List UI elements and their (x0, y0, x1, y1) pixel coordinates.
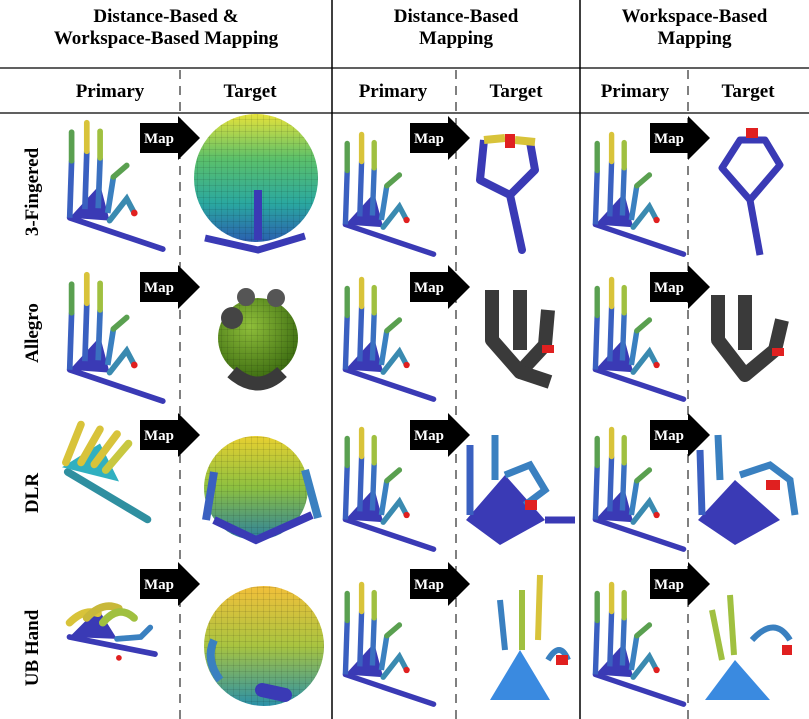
column-header-3: Workspace-Based Mapping (580, 6, 809, 50)
map-arrow: Map (140, 413, 200, 457)
map-arrow: Map (140, 265, 200, 309)
target-robot-hand-image (476, 134, 539, 254)
map-arrow: Map (140, 562, 200, 606)
svg-text:Map: Map (144, 577, 174, 593)
map-arrow: Map (650, 413, 710, 457)
map-arrow: Map (650, 116, 710, 160)
column-header-2-line1: Distance-Based (393, 6, 519, 27)
svg-text:Map: Map (144, 428, 174, 444)
target-robot-hand-image (696, 434, 799, 545)
svg-text:Map: Map (654, 280, 684, 296)
sub-header-primary-1: Primary (75, 81, 145, 102)
svg-text:Map: Map (654, 131, 684, 147)
map-arrow: Map (410, 116, 470, 160)
target-sphere-dlr (202, 436, 322, 545)
primary-hand-image (62, 420, 152, 524)
svg-text:Map: Map (414, 131, 444, 147)
target-sphere-allegro (218, 288, 298, 391)
column-header-1: Distance-Based & Workspace-Based Mapping (0, 6, 332, 50)
primary-hands (62, 123, 684, 704)
column-header-1-line1: Distance-Based & (93, 6, 239, 27)
svg-text:Map: Map (414, 428, 444, 444)
sub-header-primary-3: Primary (600, 81, 670, 102)
map-arrow: Map (650, 265, 710, 309)
map-arrow: Map (410, 265, 470, 309)
target-sphere-3-fingered (194, 114, 318, 254)
primary-hand-image (65, 602, 158, 661)
sub-header-target-3: Target (721, 81, 775, 102)
column-header-1-line2: Workspace-Based Mapping (53, 28, 279, 49)
svg-text:Map: Map (654, 577, 684, 593)
svg-text:Map: Map (414, 280, 444, 296)
target-robot-hand-image (490, 574, 571, 700)
target-robot-hand-image (466, 435, 575, 545)
map-arrow: Map (140, 116, 200, 160)
primary-hand-image (345, 585, 433, 705)
svg-text:Map: Map (144, 280, 174, 296)
svg-text:Map: Map (144, 131, 174, 147)
map-arrow: Map (650, 562, 710, 606)
map-arrow: Map (410, 413, 470, 457)
target-robot-hand-image (718, 128, 784, 256)
map-arrows: Map Map Map Map Map Map Map Map Map Map … (140, 116, 710, 606)
target-robot-hand-image (705, 594, 793, 700)
target-robot-hand-image (711, 295, 789, 382)
primary-hand-image (595, 585, 683, 705)
column-header-3-line1: Workspace-Based (621, 6, 768, 27)
sub-header-primary-2: Primary (358, 81, 428, 102)
map-arrow: Map (410, 562, 470, 606)
target-sphere-ub-hand (204, 586, 324, 706)
column-header-2-line2: Mapping (419, 28, 493, 49)
column-header-2: Distance-Based Mapping (332, 6, 580, 50)
target-robot-hand-image (485, 290, 555, 389)
sub-header-target-2: Target (489, 81, 543, 102)
svg-text:Map: Map (414, 577, 444, 593)
sub-header-target-1: Target (223, 81, 277, 102)
column-header-3-line2: Mapping (657, 28, 732, 49)
svg-text:Map: Map (654, 428, 684, 444)
